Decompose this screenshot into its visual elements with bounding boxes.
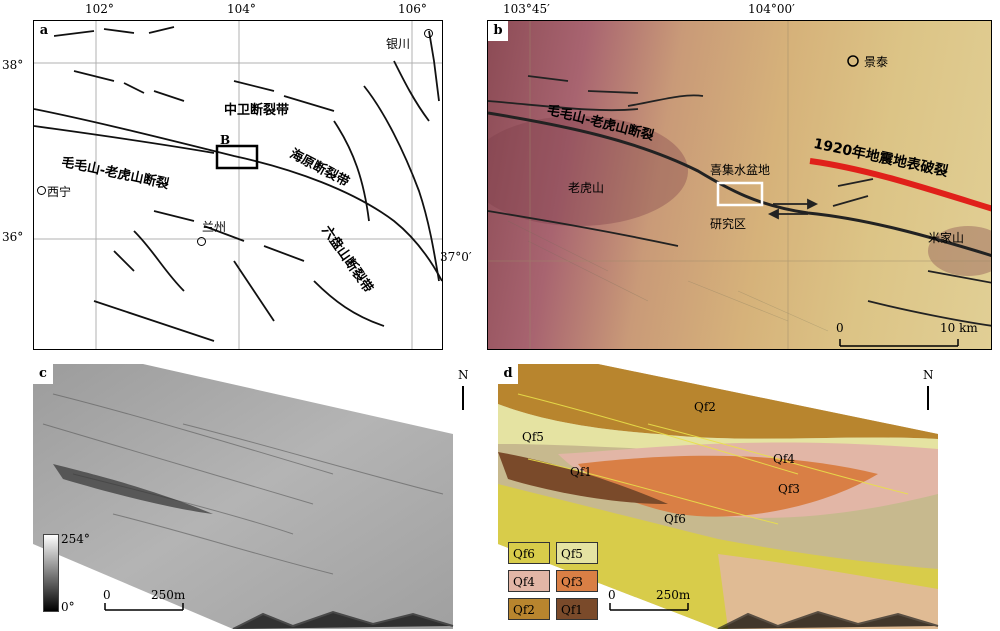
- unit-qf2: Qf2: [694, 400, 716, 414]
- legend-qf5: Qf5: [556, 542, 598, 564]
- fault-map-svg: [34, 21, 442, 349]
- city-marker-xining: [37, 186, 46, 195]
- box-b: [215, 144, 259, 170]
- d-scale-bar: [609, 603, 689, 611]
- panel-a-map: a B 银川 西宁 兰州 中卫断裂带 毛毛山-老虎山断裂 海原断裂带 六盘山断裂…: [33, 20, 443, 350]
- lon-tick-104: 104°: [227, 2, 256, 16]
- place-study-area: 研究区: [710, 217, 747, 231]
- d-north-label: N: [923, 368, 934, 382]
- b-scale-start: 0: [836, 321, 844, 335]
- place-basin: 喜集水盆地: [710, 163, 771, 177]
- panel-b-label: b: [488, 21, 508, 41]
- city-marker-yinchuan: [424, 29, 433, 38]
- lat-tick-38: 38°: [2, 58, 24, 72]
- colorbar: [43, 534, 59, 612]
- unit-qf3: Qf3: [778, 482, 800, 496]
- colorbar-min: 0°: [61, 600, 75, 614]
- panel-a-tick-labels: 102° 104° 106° 38° 36°: [0, 0, 480, 352]
- lon-tick-102: 102°: [85, 2, 114, 16]
- legend-qf4: Qf4: [508, 570, 550, 592]
- place-lanzhou: 兰州: [202, 220, 227, 234]
- unit-qf5: Qf5: [522, 430, 544, 444]
- study-area-box: [716, 181, 764, 207]
- geomorph-map-svg: [498, 364, 939, 629]
- panel-c-label: c: [33, 364, 53, 384]
- c-scale-bar: [104, 603, 184, 611]
- panel-d: d N Qf2 Qf5 Qf1 Qf4 Qf3 Qf6 Qf6 Qf5 Qf4 …: [498, 364, 998, 629]
- fault-zhongwei-label: 中卫断裂带: [224, 103, 290, 118]
- d-scale-end: 250m: [656, 588, 691, 602]
- colorbar-max: 254°: [61, 532, 90, 546]
- legend-qf2: Qf2: [508, 598, 550, 620]
- d-north-arrow-icon: [927, 386, 929, 410]
- hillshade-svg: [33, 364, 454, 629]
- rupture-line: [809, 158, 991, 212]
- panel-c: c N 254° 0° 0 250m: [33, 364, 483, 629]
- legend: Qf6 Qf5 Qf4 Qf3 Qf2 Qf1: [508, 542, 604, 624]
- legend-qf3: Qf3: [556, 570, 598, 592]
- legend-qf1: Qf1: [556, 598, 598, 620]
- place-jingtai: 景泰: [864, 55, 889, 69]
- legend-qf6: Qf6: [508, 542, 550, 564]
- b-lon-tick-1: 103°45′: [503, 2, 550, 16]
- place-yinchuan: 银川: [386, 37, 411, 51]
- unit-qf6: Qf6: [664, 512, 686, 526]
- panel-d-label: d: [498, 364, 518, 384]
- lon-tick-106: 106°: [398, 2, 427, 16]
- city-marker-lanzhou: [197, 237, 206, 246]
- c-north-arrow-icon: [462, 386, 464, 410]
- c-scale-start: 0: [103, 588, 111, 602]
- lat-tick-36: 36°: [2, 230, 24, 244]
- unit-qf1: Qf1: [570, 465, 592, 479]
- panel-b-map: b 景泰 毛毛山-老虎山断裂 老虎山 喜集水盆地 研究区 米家山 1920年地震…: [487, 20, 992, 350]
- place-mijiashan: 米家山: [928, 231, 965, 245]
- panel-b-svg: [488, 21, 991, 349]
- c-north-label: N: [458, 368, 469, 382]
- place-xining: 西宁: [47, 185, 72, 199]
- b-scale-end: 10 km: [940, 321, 978, 335]
- unit-qf4: Qf4: [773, 452, 795, 466]
- panel-a-label: a: [34, 21, 54, 41]
- place-laohushan: 老虎山: [568, 181, 605, 195]
- box-b-label: B: [220, 133, 231, 147]
- b-lon-tick-2: 104°00′: [748, 2, 795, 16]
- c-scale-end: 250m: [151, 588, 186, 602]
- d-scale-start: 0: [608, 588, 616, 602]
- b-lat-tick: 37°0′: [440, 250, 472, 264]
